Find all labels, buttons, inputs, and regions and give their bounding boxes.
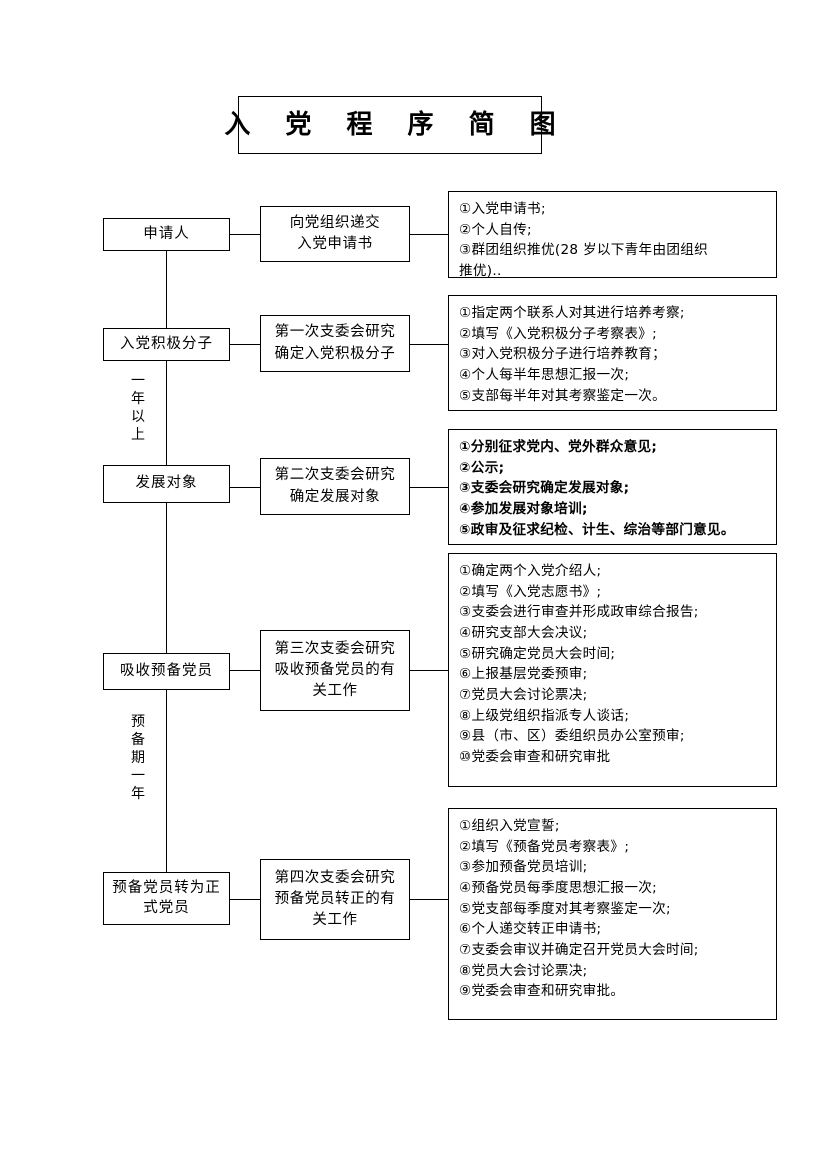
detail-line: ⑤研究确定党员大会时间; (459, 645, 616, 662)
connector-process-detail-3 (410, 487, 448, 488)
detail-list-3: ①分别征求党内、党外群众意见; ②公示; ③支委会研究确定发展对象; ④参加发展对象培… (459, 437, 735, 540)
detail-line: ③群团组织推优(28 岁以下青年由团组织 (459, 242, 709, 259)
process-label-4: 第三次支委会研究吸收预备党员的有关工作 (274, 640, 396, 699)
process-label-3: 第二次支委会研究确定发展对象 (274, 467, 396, 505)
detail-box-4[interactable]: ①确定两个入党介绍人; ②填写《入党志愿书》; ③支委会进行审查并形成政审综合报告;… (448, 553, 777, 787)
process-label-2: 第一次支委会研究确定入党积极分子 (274, 324, 396, 362)
stage-box-3[interactable]: 发展对象 (103, 465, 230, 503)
detail-line: ②填写《入党积极分子考察表》; (459, 325, 657, 342)
period-label-one-year: 一 年 以 上 (127, 373, 149, 445)
connector-spine-3 (166, 503, 167, 653)
detail-line: ③参加预备党员培训; (459, 859, 588, 876)
connector-spine-4 (166, 690, 167, 872)
detail-line: ①分别征求党内、党外群众意见; (459, 439, 658, 455)
period-char: 预 (131, 714, 145, 730)
connector-stage-process-2 (230, 344, 260, 345)
detail-line: ④研究支部大会决议; (459, 624, 588, 641)
period-char: 期 (131, 749, 145, 766)
detail-line: ②填写《预备党员考察表》; (459, 838, 630, 855)
detail-box-1[interactable]: ①入党申请书; ②个人自传; ③群团组织推优(28 岁以下青年由团组织推优).. (448, 191, 777, 279)
process-label-5: 第四次支委会研究预备党员转正的有关工作 (274, 869, 396, 928)
detail-list-1: ①入党申请书; ②个人自传; ③群团组织推优(28 岁以下青年由团组织推优).. (459, 199, 708, 282)
detail-box-5[interactable]: ①组织入党宣誓; ②填写《预备党员考察表》; ③参加预备党员培训; ④预备党员每季度思… (448, 808, 777, 1020)
period-char: 年 (131, 785, 145, 802)
diagram-title-box: 入 党 程 序 简 图 (224, 96, 556, 154)
detail-line: ①确定两个入党介绍人; (459, 563, 602, 579)
stage-label-4: 吸收预备党员 (120, 662, 213, 679)
detail-line: ①组织入党宣誓; (459, 818, 560, 834)
connector-stage-process-3 (230, 487, 260, 488)
detail-line: 推优).. (459, 262, 502, 279)
period-char: 以 (131, 408, 145, 425)
detail-line: ⑤政审及征求纪检、计生、综治等部门意见。 (459, 521, 735, 538)
period-char: 上 (131, 426, 145, 443)
detail-line: ②填写《入党志愿书》; (459, 583, 602, 600)
stage-box-5[interactable]: 预备党员转为正式党员 (103, 872, 230, 925)
detail-line: ③支委会进行审查并形成政审综合报告; (459, 604, 699, 621)
detail-line: ⑥上报基层党委预审; (459, 666, 588, 683)
process-box-1[interactable]: 向党组织递交入党申请书 (260, 206, 410, 262)
stage-box-1[interactable]: 申请人 (103, 218, 230, 251)
process-box-4[interactable]: 第三次支委会研究吸收预备党员的有关工作 (260, 630, 410, 711)
detail-line: ⑦党员大会讨论票决; (459, 686, 588, 703)
stage-label-1: 申请人 (143, 225, 190, 242)
detail-line: ①入党申请书; (459, 201, 546, 217)
process-box-5[interactable]: 第四次支委会研究预备党员转正的有关工作 (260, 859, 410, 940)
detail-line: ④个人每半年思想汇报一次; (459, 366, 630, 383)
detail-line: ②个人自传; (459, 221, 532, 238)
connector-stage-process-4 (230, 670, 260, 671)
stage-label-2: 入党积极分子 (120, 335, 213, 352)
diagram-title: 入 党 程 序 简 图 (224, 110, 569, 140)
period-label-probation: 预 备 期 一 年 (127, 714, 149, 804)
detail-line: ③支委会研究确定发展对象; (459, 480, 630, 497)
detail-line: ⑥个人递交转正申请书; (459, 921, 602, 938)
detail-line: ⑨县（市、区）委组织员办公室预审; (459, 728, 685, 745)
detail-line: ②公示; (459, 459, 505, 476)
detail-list-4: ①确定两个入党介绍人; ②填写《入党志愿书》; ③支委会进行审查并形成政审综合报告;… (459, 561, 699, 768)
process-label-1: 向党组织递交入党申请书 (289, 214, 381, 252)
connector-stage-process-5 (230, 899, 260, 900)
detail-line: ⑤支部每半年对其考察鉴定一次。 (459, 387, 666, 404)
connector-stage-process-1 (230, 234, 260, 235)
connector-process-detail-5 (410, 899, 448, 900)
process-box-3[interactable]: 第二次支委会研究确定发展对象 (260, 458, 410, 515)
period-char: 年 (131, 390, 145, 407)
detail-line: ⑩党委会审查和研究审批 (459, 748, 611, 765)
detail-line: ④预备党员每季度思想汇报一次; (459, 879, 657, 896)
connector-process-detail-4 (410, 670, 448, 671)
detail-list-5: ①组织入党宣誓; ②填写《预备党员考察表》; ③参加预备党员培训; ④预备党员每季度思… (459, 816, 699, 1002)
connector-process-detail-1 (410, 234, 448, 235)
stage-box-4[interactable]: 吸收预备党员 (103, 653, 230, 690)
detail-list-2: ①指定两个联系人对其进行培养考察; ②填写《入党积极分子考察表》; ③对入党积极分子… (459, 303, 685, 406)
connector-process-detail-2 (410, 344, 448, 345)
period-char: 备 (131, 731, 145, 748)
detail-line: ⑧党员大会讨论票决; (459, 962, 588, 979)
process-box-2[interactable]: 第一次支委会研究确定入党积极分子 (260, 315, 410, 372)
detail-box-3[interactable]: ①分别征求党内、党外群众意见; ②公示; ③支委会研究确定发展对象; ④参加发展对象培… (448, 429, 777, 545)
detail-line: ⑧上级党组织指派专人谈话; (459, 707, 630, 724)
connector-spine-1 (166, 250, 167, 328)
period-char: 一 (131, 373, 145, 389)
stage-box-2[interactable]: 入党积极分子 (103, 328, 230, 361)
detail-line: ①指定两个联系人对其进行培养考察; (459, 305, 685, 321)
stage-label-5: 预备党员转为正式党员 (112, 879, 221, 916)
detail-box-2[interactable]: ①指定两个联系人对其进行培养考察; ②填写《入党积极分子考察表》; ③对入党积极分子… (448, 295, 777, 411)
detail-line: ⑨党委会审查和研究审批。 (459, 983, 625, 1000)
detail-line: ③对入党积极分子进行培养教育； (459, 346, 666, 363)
detail-line: ⑤党支部每季度对其考察鉴定一次; (459, 900, 671, 917)
connector-spine-2 (166, 360, 167, 465)
detail-line: ④参加发展对象培训; (459, 500, 588, 517)
stage-label-3: 发展对象 (135, 475, 198, 492)
period-char: 一 (131, 767, 145, 784)
detail-line: ⑦支委会审议并确定召开党员大会时间; (459, 941, 699, 958)
